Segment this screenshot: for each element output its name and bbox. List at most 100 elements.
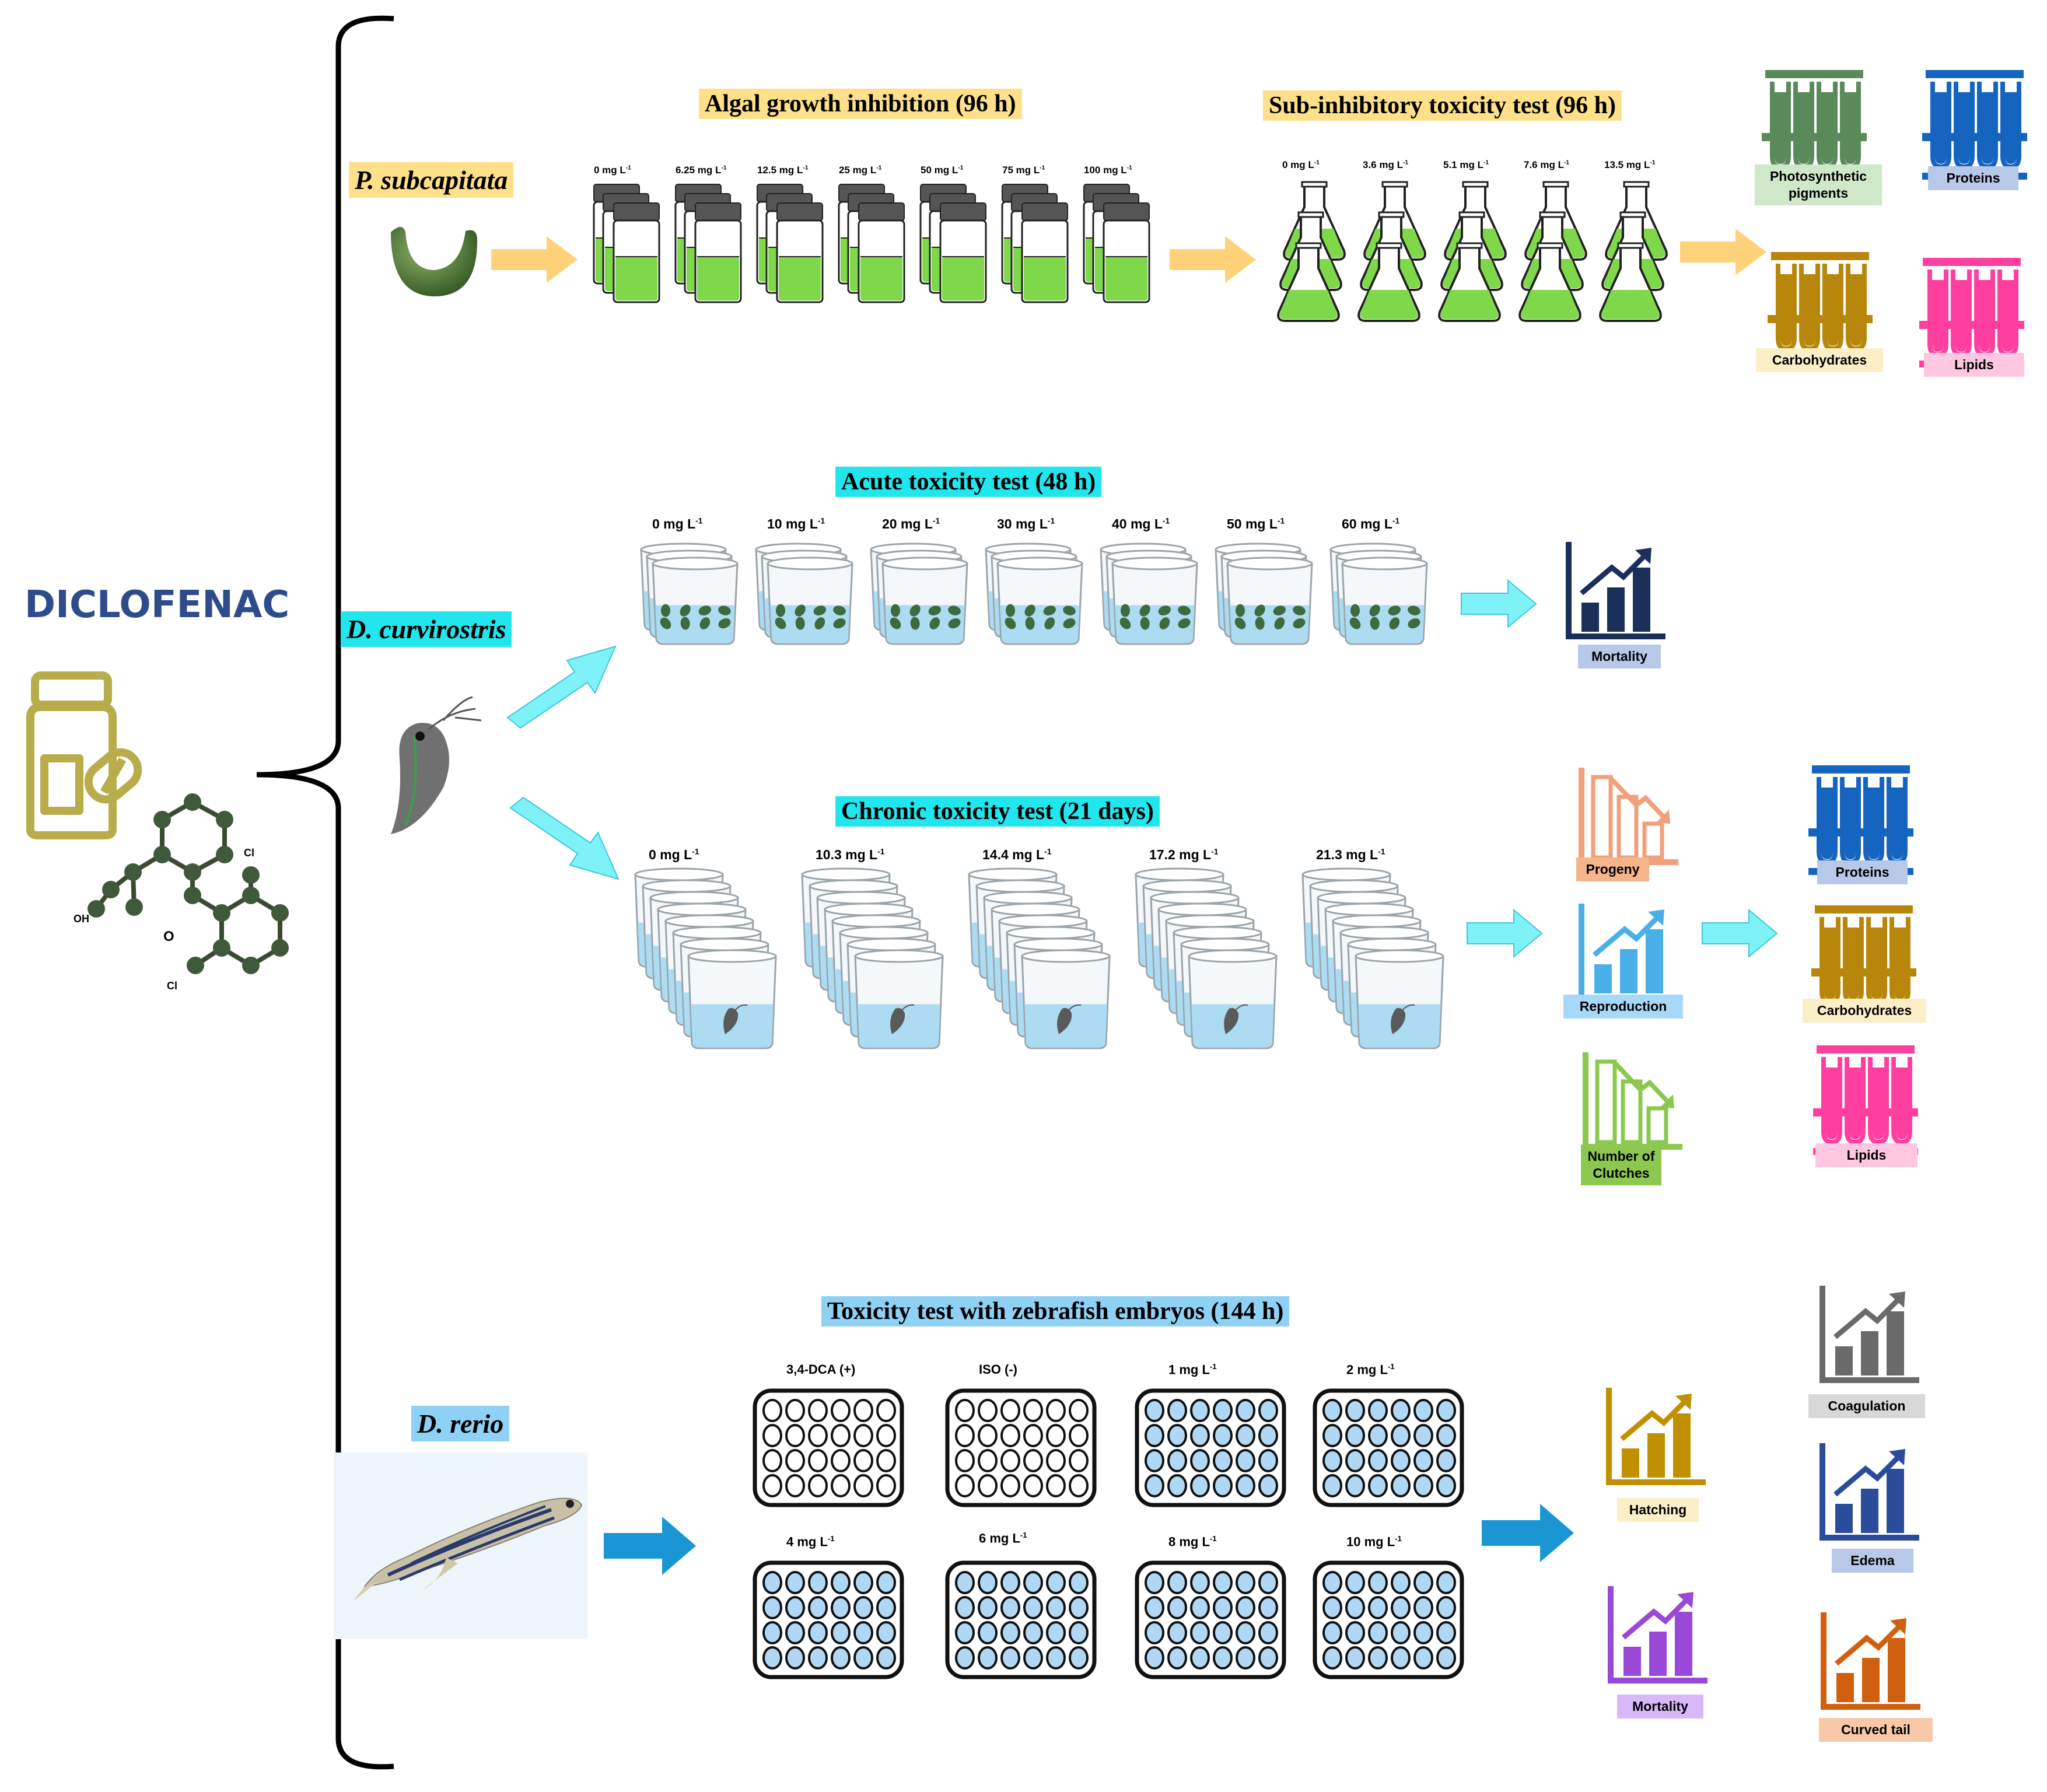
algae-organism-label: P. subcapitata: [349, 162, 514, 198]
plate-label: 6 mg L-1: [979, 1531, 1027, 1546]
pill-bottle-icon: [26, 671, 142, 839]
algae-vials-icon: [919, 184, 987, 303]
plate-label: 10 mg L-1: [1346, 1534, 1402, 1549]
zebrafish-mortality-label: Mortality: [1617, 1695, 1703, 1718]
algae-vials-icon: [593, 184, 660, 303]
chronic-beakers-icon: [968, 867, 1111, 1049]
chronic-concentration-label: 14.4 mg L-1: [982, 847, 1052, 862]
acute-concentration-label: 10 mg L-1: [767, 516, 825, 531]
chronic-lipids-tubes-icon: [1813, 1045, 1918, 1155]
acute-beakers-icon: [870, 542, 968, 645]
algae-vials-icon: [756, 184, 824, 303]
hatching-chart-icon: [1606, 1388, 1706, 1485]
algae-flasks-icon: [1277, 181, 1346, 322]
plate-label: ISO (-): [979, 1362, 1017, 1377]
edema-chart-icon: [1819, 1443, 1919, 1541]
acute-beakers-icon: [1329, 542, 1428, 645]
proteins-tubes-icon: [1922, 70, 2027, 180]
vial-concentration-label: 12.5 mg L-1: [757, 164, 809, 176]
flask-concentration-label: 0 mg L-1: [1282, 159, 1320, 170]
well-plate-icon: [1135, 1388, 1286, 1507]
zebrafish-arrow-1: [604, 1517, 696, 1575]
vial-concentration-label: 0 mg L-1: [594, 164, 631, 176]
acute-concentration-label: 30 mg L-1: [997, 516, 1055, 531]
flask-concentration-label: 3.6 mg L-1: [1363, 159, 1409, 170]
algal-growth-title: Algal growth inhibition (96 h): [699, 89, 1022, 119]
algae-flasks-icon: [1518, 181, 1587, 322]
vial-concentration-label: 6.25 mg L-1: [676, 164, 727, 176]
algae-flasks-icon: [1357, 181, 1426, 322]
chronic-concentration-label: 21.3 mg L-1: [1316, 847, 1385, 862]
coagulation-label: Coagulation: [1808, 1394, 1925, 1418]
chronic-proteins-tubes-icon: [1808, 765, 1913, 875]
chronic-proteins-label: Proteins: [1817, 860, 1908, 884]
well-plate-icon: [1135, 1560, 1286, 1679]
algae-arrow-1: [491, 236, 578, 283]
vial-concentration-label: 75 mg L-1: [1002, 164, 1045, 176]
well-plate-icon: [945, 1388, 1097, 1507]
mortality-zebrafish-chart-icon: [1608, 1586, 1707, 1684]
well-plate-icon: [945, 1560, 1097, 1679]
algae-cell-icon: [391, 227, 478, 296]
chronic-title: Chronic toxicity test (21 days): [835, 796, 1160, 827]
algae-flasks-icon: [1599, 181, 1668, 322]
proteins-label: Proteins: [1928, 166, 2018, 190]
well-plate-icon: [1313, 1388, 1464, 1507]
algae-arrow-3: [1680, 229, 1766, 275]
coagulation-chart-icon: [1819, 1286, 1919, 1383]
acute-beakers-icon: [640, 542, 739, 645]
well-plate-icon: [1313, 1560, 1464, 1679]
flask-concentration-label: 13.5 mg L-1: [1604, 159, 1656, 170]
daphnia-organism-label: D. curvirostris: [341, 611, 512, 647]
algae-flasks-icon: [1438, 181, 1507, 322]
algae-vials-icon: [838, 184, 905, 303]
vial-concentration-label: 50 mg L-1: [921, 164, 964, 176]
chronic-arrow-2: [1702, 908, 1778, 958]
acute-title: Acute toxicity test (48 h): [835, 467, 1102, 497]
chronic-concentration-label: 0 mg L-1: [649, 847, 699, 862]
acute-beakers-icon: [1100, 542, 1198, 645]
carbohydrates-tubes-icon: [1768, 252, 1873, 362]
edema-label: Edema: [1832, 1549, 1913, 1573]
mortality-chart-icon: [1566, 542, 1665, 639]
acute-beakers-icon: [755, 542, 853, 645]
diclofenac-structure: [88, 793, 289, 974]
acute-mortality-label: Mortality: [1578, 645, 1661, 668]
algae-vials-icon: [674, 184, 742, 303]
chronic-beakers-icon: [634, 867, 777, 1049]
curved-tail-label: Curved tail: [1819, 1718, 1933, 1742]
lipids-label: Lipids: [1924, 353, 2024, 377]
plate-label: 8 mg L-1: [1168, 1534, 1217, 1549]
plate-label: 1 mg L-1: [1168, 1362, 1217, 1377]
chronic-concentration-label: 10.3 mg L-1: [816, 847, 885, 862]
acute-concentration-label: 50 mg L-1: [1227, 516, 1285, 531]
plate-label: 3,4-DCA (+): [786, 1362, 856, 1377]
chronic-concentration-label: 17.2 mg L-1: [1149, 847, 1219, 862]
chronic-beakers-icon: [1301, 867, 1444, 1049]
chronic-carbohydrates-label: Carbohydrates: [1803, 999, 1926, 1023]
chronic-arrow-1: [1467, 908, 1543, 958]
number-of-clutches-chart-icon: [1583, 1052, 1682, 1150]
plate-label: 4 mg L-1: [786, 1534, 835, 1549]
vial-concentration-label: 25 mg L-1: [839, 164, 882, 176]
o-label: O: [163, 929, 174, 944]
algae-vials-icon: [1001, 184, 1069, 303]
daphnia-icon: [391, 696, 482, 834]
cl-label-bottom: Cl: [167, 980, 177, 992]
acute-concentration-label: 60 mg L-1: [1342, 516, 1400, 531]
acute-arrow: [1461, 579, 1537, 629]
reproduction-label: Reproduction: [1563, 995, 1683, 1019]
hatching-label: Hatching: [1617, 1498, 1699, 1522]
acute-concentration-label: 40 mg L-1: [1112, 516, 1170, 531]
flask-concentration-label: 5.1 mg L-1: [1443, 159, 1489, 170]
algae-vials-icon: [1083, 184, 1150, 303]
zebrafish-arrow-2: [1482, 1504, 1574, 1562]
chronic-beakers-icon: [1135, 867, 1278, 1049]
chronic-beakers-icon: [801, 867, 944, 1049]
acute-concentration-label: 0 mg L-1: [652, 516, 703, 531]
acute-beakers-icon: [985, 542, 1083, 645]
zebrafish-title: Toxicity test with zebrafish embryos (14…: [821, 1296, 1290, 1326]
progeny-label: Progeny: [1576, 858, 1649, 881]
well-plate-icon: [753, 1388, 904, 1507]
number-of-clutches-label: Number of Clutches: [1581, 1144, 1661, 1185]
